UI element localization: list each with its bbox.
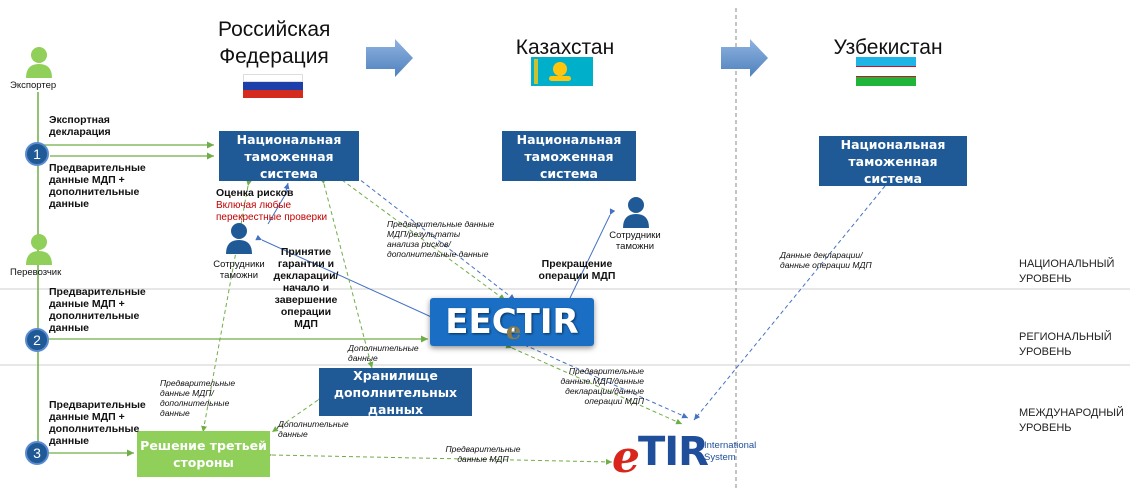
exporter-label: Экспортер	[10, 80, 57, 91]
ncs-kazakhstan-box: Национальная таможенная система	[502, 131, 636, 181]
flag-russia	[243, 74, 303, 98]
additional-data-note-1: Дополнительные данные	[348, 343, 419, 363]
prelim-data-1-label: Предварительные данные МДП + дополнитель…	[49, 162, 146, 210]
country-uzbekistan: Узбекистан	[833, 36, 943, 59]
additional-data-storage-box: Хранилище дополнительных данных	[319, 368, 472, 417]
flow-arrow-1	[366, 39, 413, 77]
step-1-badge: 1	[25, 142, 49, 166]
country-kazakhstan: Казахстан	[515, 36, 615, 59]
eectir-e-mark: e	[506, 316, 522, 345]
prelim-data-2-label: Предварительные данные МДП + дополнитель…	[49, 286, 146, 334]
level-national-label: НАЦИОНАЛЬНЫЙ УРОВЕНЬ	[1019, 258, 1115, 285]
declaration-data-uz-note: Данные декларации/ данные операции МДП	[780, 250, 872, 270]
prelim-additional-note: Предварительные данные МДП/ дополнительн…	[160, 378, 236, 418]
exporter-icon	[26, 47, 52, 78]
export-declaration-label: Экспортная декларация	[49, 114, 111, 138]
prelim-declaration-note: Предварительные данные МДП/данные деклар…	[560, 366, 644, 406]
customs-officer-ru-label: Сотрудники таможни	[213, 259, 265, 281]
eectir-logo: EECTIR e	[430, 298, 594, 346]
etir-logo: e TIR International System	[612, 429, 757, 483]
prelim-results-note: Предварительные данные МДП/результаты ан…	[387, 219, 495, 259]
carrier-icon	[26, 234, 52, 265]
customs-officer-kz-label: Сотрудники таможни	[609, 230, 661, 252]
flag-uzbekistan	[856, 57, 916, 87]
country-russia: Российская Федерация	[218, 18, 331, 68]
termination-label: Прекращение операции МДП	[538, 258, 616, 282]
customs-officer-ru-icon	[226, 223, 252, 254]
ncs-uzbekistan-box: Национальная таможенная система	[819, 136, 967, 186]
customs-officer-kz-icon	[623, 197, 649, 228]
risk-assessment-label: Оценка рисков	[216, 187, 294, 199]
additional-data-note-2: Дополнительные данные	[278, 419, 349, 439]
prelim-mdp-note: Предварительные данные МДП	[445, 444, 521, 464]
level-international-label: МЕЖДУНАРОДНЫЙ УРОВЕНЬ	[1019, 407, 1124, 434]
guarantee-acceptance-label: Принятие гарантии и декларации/ начало и…	[273, 246, 339, 330]
flag-kazakhstan	[531, 57, 593, 86]
cross-checks-label: Включая любые перекрестные проверки	[216, 200, 328, 223]
prelim-data-3-label: Предварительные данные МДП + дополнитель…	[49, 399, 146, 447]
step-2-badge: 2	[25, 328, 49, 352]
step-3-badge: 3	[25, 441, 49, 465]
flow-arrow-2	[721, 39, 768, 77]
ncs-russia-box: Национальная таможенная система	[219, 131, 359, 181]
third-party-solution-box: Решение третьей стороны	[137, 431, 270, 477]
level-regional-label: РЕГИОНАЛЬНЫЙ УРОВЕНЬ	[1019, 331, 1112, 358]
carrier-label: Перевозчик	[10, 267, 62, 278]
